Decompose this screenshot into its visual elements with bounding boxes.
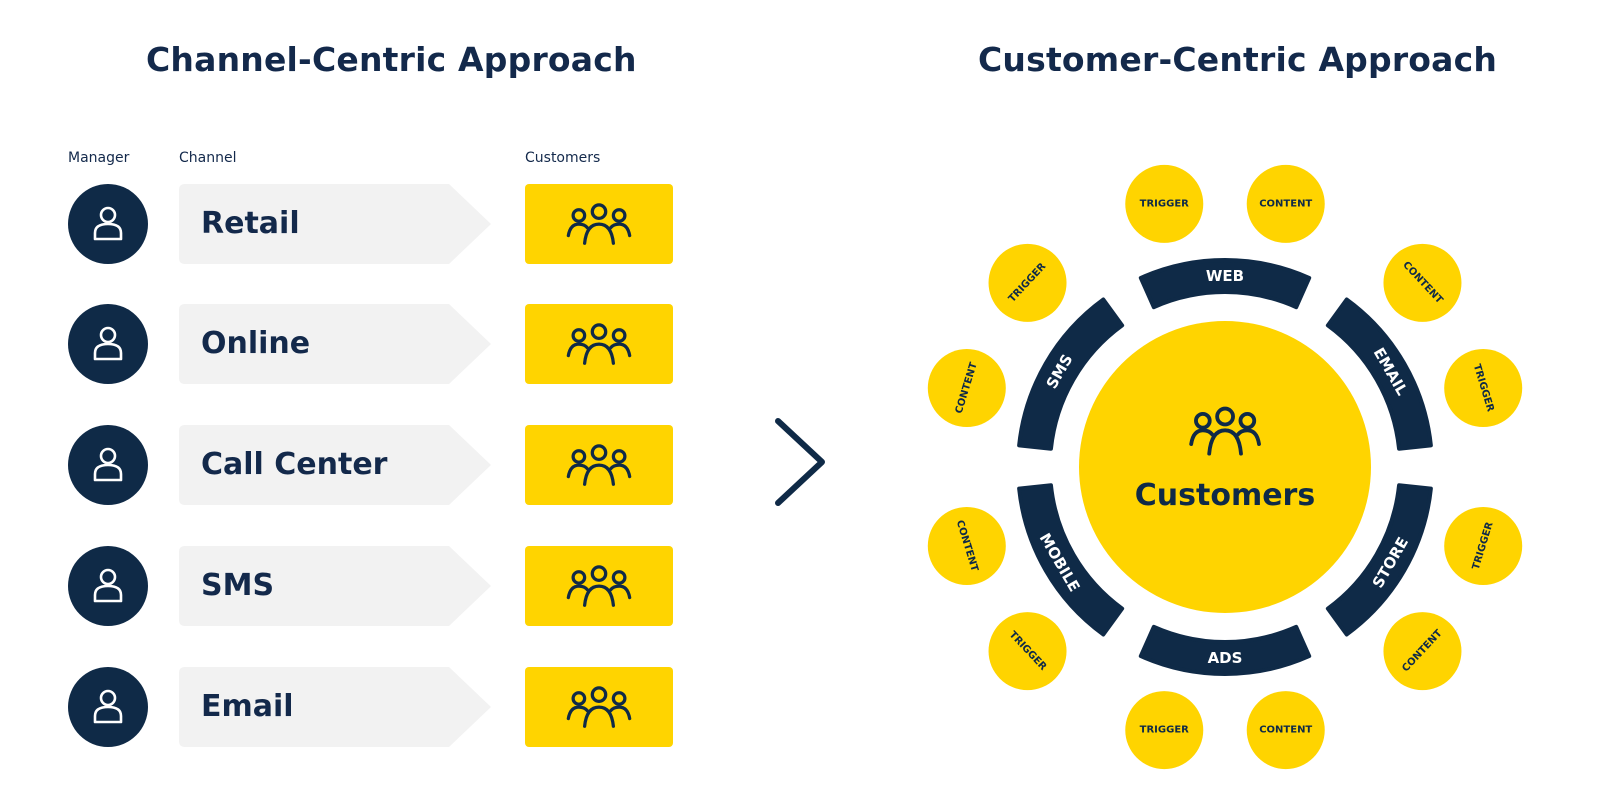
customers-header: Customers xyxy=(525,150,601,166)
channel-arrow-box: Call Center xyxy=(179,425,492,505)
bubble xyxy=(988,612,1067,691)
person-icon xyxy=(91,325,125,363)
group-icon xyxy=(565,444,633,486)
manager-avatar xyxy=(68,546,148,626)
bubble-label: CONTENT xyxy=(1259,725,1312,736)
channel-header: Channel xyxy=(179,150,237,166)
bubble-label: TRIGGER xyxy=(1140,725,1189,736)
bubble-label: CONTENT xyxy=(1259,198,1312,209)
channel-label: Online xyxy=(201,326,311,361)
channel-segment xyxy=(1325,483,1433,637)
bubble xyxy=(927,349,1006,428)
channel-label: Email xyxy=(201,689,294,724)
manager-avatar xyxy=(68,425,148,505)
manager-avatar xyxy=(68,667,148,747)
customers-box xyxy=(525,304,673,384)
channel-row: SMS xyxy=(0,546,700,626)
channel-arrow-box: Online xyxy=(179,304,492,384)
segment-label: WEB xyxy=(1206,267,1244,285)
bubble xyxy=(1383,243,1462,322)
bubble xyxy=(1444,349,1523,428)
bubble xyxy=(927,506,1006,585)
customers-box xyxy=(525,184,673,264)
customers-center-label: Customers xyxy=(1135,478,1315,513)
group-icon xyxy=(565,565,633,607)
person-icon xyxy=(91,567,125,605)
channel-row: Email xyxy=(0,667,700,747)
channel-row: Call Center xyxy=(0,425,700,505)
channel-centric-title: Channel-Centric Approach xyxy=(146,40,637,79)
bubble xyxy=(1246,164,1325,243)
channel-segment xyxy=(1138,624,1312,676)
channel-label: SMS xyxy=(201,568,275,603)
channel-label: Retail xyxy=(201,206,300,241)
bubble xyxy=(1383,612,1462,691)
bubble xyxy=(1125,691,1204,770)
group-icon xyxy=(565,686,633,728)
channel-arrow-box: Retail xyxy=(179,184,492,264)
customers-box xyxy=(525,667,673,747)
channel-segment xyxy=(1017,297,1125,451)
channel-arrow-box: SMS xyxy=(179,546,492,626)
person-icon xyxy=(91,688,125,726)
channel-segment xyxy=(1138,258,1312,310)
group-icon xyxy=(1189,406,1261,456)
manager-header: Manager xyxy=(68,150,130,166)
channel-row: Online xyxy=(0,304,700,384)
person-icon xyxy=(91,446,125,484)
bubble xyxy=(1246,691,1325,770)
group-icon xyxy=(565,323,633,365)
customers-box xyxy=(525,546,673,626)
bubble xyxy=(1125,164,1204,243)
channel-segment xyxy=(1017,483,1125,637)
customers-box xyxy=(525,425,673,505)
channel-arrow-box: Email xyxy=(179,667,492,747)
group-icon xyxy=(565,203,633,245)
bubble-label: TRIGGER xyxy=(1140,198,1189,209)
bubble xyxy=(988,243,1067,322)
customers-center-circle xyxy=(1079,321,1371,613)
channel-segment xyxy=(1325,297,1433,451)
customer-centric-title: Customer-Centric Approach xyxy=(978,40,1498,79)
person-icon xyxy=(91,205,125,243)
chevron-right-icon xyxy=(775,418,825,506)
manager-avatar xyxy=(68,304,148,384)
channel-row: Retail xyxy=(0,184,700,264)
manager-avatar xyxy=(68,184,148,264)
channel-label: Call Center xyxy=(201,447,388,482)
segment-label: ADS xyxy=(1208,649,1243,667)
bubble xyxy=(1444,506,1523,585)
